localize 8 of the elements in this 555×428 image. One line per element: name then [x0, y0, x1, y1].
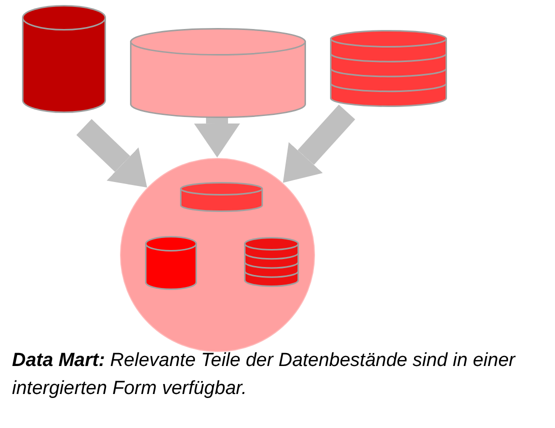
caption: Data Mart: Relevante Teile der Datenbestände sind in einer intergierten Form verfügbar.: [12, 349, 517, 401]
database-cylinder: [145, 236, 197, 290]
database-cylinder: [180, 182, 263, 212]
database-cylinder: [130, 28, 306, 118]
database-cylinder: [330, 30, 447, 107]
circle-shape: [120, 158, 315, 352]
database-cylinder: [22, 5, 106, 113]
database-cylinder: [244, 237, 299, 287]
